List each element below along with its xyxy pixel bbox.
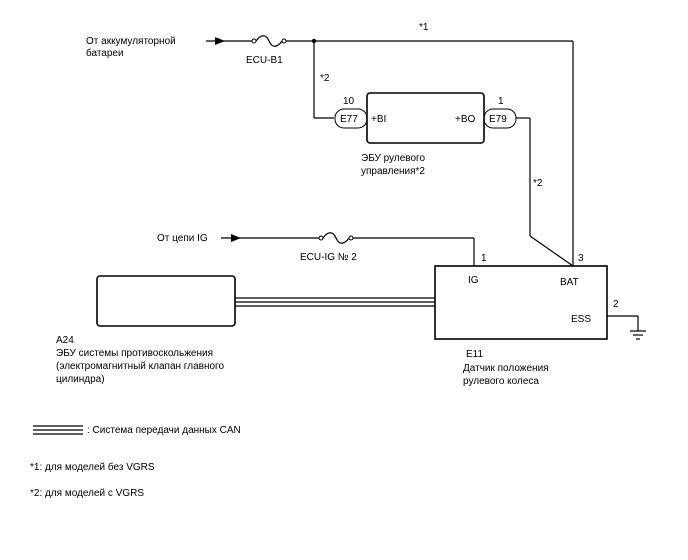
legend-note-2: *2: для моделей с VGRS xyxy=(30,488,144,499)
pin-number-1-ecu: 1 xyxy=(498,96,504,107)
fuse-ecu-b1-label: ECU-B1 xyxy=(246,55,283,66)
abs-ecu-label-3: цилиндра) xyxy=(56,374,105,385)
fuse-ecu-ig2-icon xyxy=(318,232,354,244)
connector-e77: E77 xyxy=(334,108,368,129)
fuse-ecu-ig2-label: ECU-IG № 2 xyxy=(300,252,357,263)
battery-source-label-2: батареи xyxy=(86,47,124,59)
pin-number-1: 1 xyxy=(481,253,487,264)
pin-bat-label: BAT xyxy=(560,277,579,288)
pin-number-2: 2 xyxy=(613,299,619,310)
steering-ecu-label-2: управления*2 xyxy=(361,166,425,177)
note-mark-2-left: *2 xyxy=(320,73,330,84)
ig-source-label: От цепи IG xyxy=(157,233,208,244)
sensor-id-label: E11 xyxy=(466,349,483,360)
pin-number-3: 3 xyxy=(578,253,584,264)
battery-source-label-1: От аккумуляторной xyxy=(86,36,176,47)
abs-ecu-label-1: ЭБУ системы противоскольжения xyxy=(56,348,213,359)
ground-icon xyxy=(630,316,646,340)
sensor-label-1: Датчик положения xyxy=(463,363,549,374)
abs-ecu-box xyxy=(96,275,236,327)
connector-e79-label: E79 xyxy=(489,114,507,125)
sensor-e11-box xyxy=(434,265,608,340)
legend-can-label: : Система передачи данных CAN xyxy=(87,425,241,436)
can-bus-lines xyxy=(235,297,435,307)
abs-ecu-label-2: (электромагнитный клапан главного xyxy=(56,361,224,372)
steering-ecu-label-1: ЭБУ рулевого xyxy=(361,153,425,164)
legend-note-1: *1: для моделей без VGRS xyxy=(30,461,155,473)
sensor-label-2: рулевого колеса xyxy=(463,376,539,387)
abs-ecu-id-label: A24 xyxy=(56,335,74,346)
legend-can-symbol xyxy=(33,425,83,435)
pin-number-10: 10 xyxy=(343,96,355,107)
fuse-ecu-b1-icon xyxy=(251,35,287,47)
pin-bo-label: +BO xyxy=(455,114,476,125)
note-mark-2-right: *2 xyxy=(533,178,543,189)
note-mark-1: *1 xyxy=(419,22,429,33)
wire-e79-to-bat xyxy=(529,235,574,267)
pin-bi-label: +BI xyxy=(371,114,386,125)
connector-e77-label: E77 xyxy=(340,114,358,125)
pin-ig-label: IG xyxy=(468,275,479,286)
connector-e79: E79 xyxy=(483,108,517,129)
pin-ess-label: ESS xyxy=(571,314,591,325)
